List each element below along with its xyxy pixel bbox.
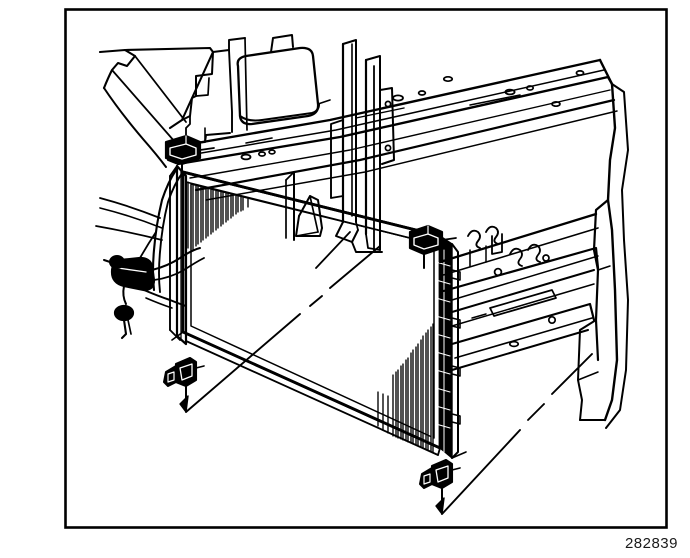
right-end-post [577,58,629,429]
condenser-fin-hatching-right [377,323,434,453]
mount-bracket-upper-left [164,134,215,177]
right-manifold [431,235,461,459]
fender-sweep-lines [95,197,163,241]
refrigerant-lines [103,168,205,340]
ground-reference-lines [171,331,467,459]
condenser-fin-hatching-left [187,181,249,251]
mount-bracket-upper-right [408,224,457,269]
leader-lines [179,231,593,515]
figure-border [64,8,668,529]
lower-support-rail [438,212,600,371]
upper-left-bracket-leader [185,313,301,413]
hood-latch-support [285,39,395,253]
mount-bracket-lower-right [419,458,461,503]
lower-right-bracket-leader [441,429,521,515]
washer-reservoir [236,34,331,126]
center-bracket-leader [315,231,351,269]
figure-number: 282839 [624,535,678,552]
mount-bracket-lower-left [163,356,205,401]
